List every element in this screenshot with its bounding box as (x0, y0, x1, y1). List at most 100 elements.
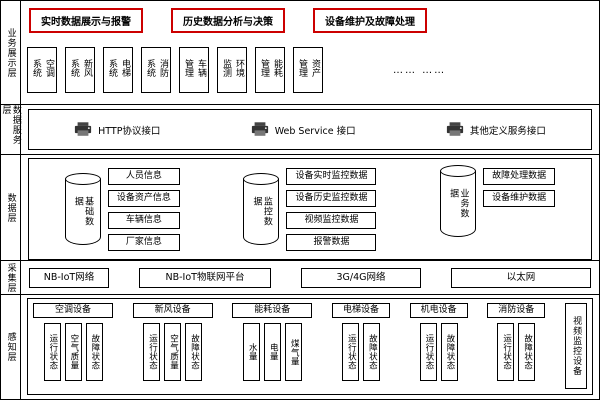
cylinder-body (243, 179, 280, 245)
database-label: 监控数据 (251, 196, 272, 227)
layer-perception-label: 感知层 (1, 295, 21, 399)
data-content: 基础数据 人员信息 设备资产信息 车辆信息 厂家信息 监控数据 (21, 155, 599, 260)
layer-perception: 感知层 空调设备 运行状态 空气质量 故障状态 新风设备 运行状态 空气质量 (1, 295, 599, 399)
data-item: 设备维护数据 (483, 189, 556, 207)
status-box: 故障状态 (440, 323, 458, 381)
data-item: 人员信息 (107, 167, 180, 185)
more-systems-ellipsis: …… …… (393, 64, 447, 76)
data-item-list: 人员信息 设备资产信息 车辆信息 厂家信息 (107, 165, 180, 253)
status-box: 空气质量 (64, 323, 82, 381)
system-box-5: 环境监测 (217, 47, 247, 93)
device-status-row: 运行状态 空气质量 故障状态 (43, 323, 103, 381)
service-interface-label: HTTP协议接口 (98, 125, 161, 137)
layer-collection: 采集层 NB-IoT网络 NB-IoT物联网平台 3G/4G网络 以太网 (1, 261, 599, 295)
status-box: 故障状态 (185, 323, 203, 381)
status-box: 水量 (242, 323, 260, 381)
service-interface-label: 其他定义服务接口 (469, 125, 546, 137)
service-box: HTTP协议接口 Web Service 接口 其他定义服务接口 (28, 109, 592, 150)
service-interface-webservice: Web Service 接口 (251, 122, 356, 137)
data-item: 设备历史监控数据 (286, 189, 377, 207)
network-box-ethernet: 以太网 (451, 267, 591, 288)
device-status-row: 运行状态 故障状态 (497, 323, 536, 381)
perception-content: 空调设备 运行状态 空气质量 故障状态 新风设备 运行状态 空气质量 故障状态 (21, 295, 599, 399)
layer-label-text: 采集层 (5, 262, 16, 293)
network-box-nbiot: NB-IoT网络 (29, 267, 109, 288)
system-box-0: 空调系统 (27, 47, 57, 93)
cylinder-top (440, 165, 477, 177)
device-group-header: 空调设备 (33, 303, 113, 318)
device-status-row: 运行状态 故障状态 (419, 323, 458, 381)
layer-label-text: 业务展示层 (5, 27, 16, 78)
app-box-realtime: 实时数据展示与报警 (29, 8, 143, 33)
app-box-maintenance: 设备维护及故障处理 (313, 8, 427, 33)
layer-display-label: 业务展示层 (1, 1, 21, 104)
perception-box: 空调设备 运行状态 空气质量 故障状态 新风设备 运行状态 空气质量 故障状态 (27, 298, 593, 395)
device-group-header: 电梯设备 (331, 303, 390, 318)
cylinder-body (440, 171, 477, 237)
system-box-4: 车辆管理 (179, 47, 209, 93)
collection-content: NB-IoT网络 NB-IoT物联网平台 3G/4G网络 以太网 (21, 261, 599, 294)
system-box-2: 电梯系统 (103, 47, 133, 93)
device-status-row: 运行状态 空气质量 故障状态 (143, 323, 203, 381)
status-box: 运行状态 (419, 323, 437, 381)
device-group-energy: 能耗设备 水量 电量 煤气量 (232, 303, 313, 389)
status-box: 故障状态 (518, 323, 536, 381)
printer-icon (74, 122, 92, 137)
data-group-monitoring: 监控数据 设备实时监控数据 设备历史监控数据 视频监控数据 报警数据 (243, 165, 377, 253)
database-cylinder: 业务数据 (440, 165, 477, 237)
data-group-business: 业务数据 故障处理数据 设备维护数据 (440, 165, 556, 237)
data-item: 报警数据 (286, 233, 377, 251)
device-group-elevator: 电梯设备 运行状态 故障状态 (331, 303, 390, 389)
status-box: 空气质量 (164, 323, 182, 381)
data-item: 视频监控数据 (286, 211, 377, 229)
network-box-3g4g: 3G/4G网络 (301, 267, 421, 288)
layer-service: 数据服务层 HTTP协议接口 Web Service 接口 其他定义服务接口 (1, 105, 599, 155)
layer-service-label: 数据服务层 (1, 105, 21, 154)
database-label: 业务数据 (448, 188, 469, 219)
data-box: 基础数据 人员信息 设备资产信息 车辆信息 厂家信息 监控数据 (28, 158, 592, 260)
database-label: 基础数据 (72, 196, 94, 227)
systems-row: 空调系统 新风系统 电梯系统 消防系统 车辆管理 环境监测 能耗管理 资产管理 … (27, 47, 599, 93)
status-box: 运行状态 (143, 323, 161, 381)
device-group-header: 机电设备 (409, 303, 468, 318)
system-box-3: 消防系统 (141, 47, 171, 93)
device-group-header: 消防设备 (487, 303, 546, 318)
system-box-6: 能耗管理 (255, 47, 285, 93)
layer-label-text: 数据层 (5, 192, 16, 223)
data-item: 故障处理数据 (483, 167, 556, 185)
layer-data-label: 数据层 (1, 155, 21, 260)
status-box: 运行状态 (43, 323, 61, 381)
service-interface-label: Web Service 接口 (274, 125, 356, 137)
device-group-hvac: 空调设备 运行状态 空气质量 故障状态 (33, 303, 113, 389)
layer-collection-label: 采集层 (1, 261, 21, 294)
data-group-basic: 基础数据 人员信息 设备资产信息 车辆信息 厂家信息 (64, 165, 180, 253)
printer-icon (251, 122, 269, 137)
layer-display: 业务展示层 实时数据展示与报警 历史数据分析与决策 设备维护及故障处理 空调系统… (1, 1, 599, 105)
data-item: 设备资产信息 (107, 189, 180, 207)
cylinder-top (243, 173, 280, 185)
device-status-row: 运行状态 故障状态 (341, 323, 380, 381)
service-interface-other: 其他定义服务接口 (446, 122, 546, 137)
device-group-fire: 消防设备 运行状态 故障状态 (487, 303, 546, 389)
cylinder-top (64, 173, 101, 185)
layer-label-text: 感知层 (5, 332, 16, 362)
device-group-freshair: 新风设备 运行状态 空气质量 故障状态 (132, 303, 213, 389)
system-box-1: 新风系统 (65, 47, 95, 93)
status-box: 故障状态 (85, 323, 103, 381)
data-item-list: 设备实时监控数据 设备历史监控数据 视频监控数据 报警数据 (286, 165, 377, 253)
database-cylinder: 监控数据 (243, 173, 280, 245)
layer-label-text: 数据服务层 (0, 105, 21, 145)
database-cylinder: 基础数据 (64, 173, 101, 245)
status-box: 故障状态 (362, 323, 380, 381)
status-box: 运行状态 (341, 323, 359, 381)
app-box-history: 历史数据分析与决策 (171, 8, 285, 33)
data-item: 厂家信息 (107, 233, 180, 251)
status-box: 煤气量 (284, 323, 302, 381)
printer-icon (446, 122, 464, 137)
device-status-row: 水量 电量 煤气量 (242, 323, 302, 381)
service-content: HTTP协议接口 Web Service 接口 其他定义服务接口 (21, 105, 599, 154)
cylinder-body (64, 179, 101, 245)
status-box: 电量 (263, 323, 281, 381)
system-box-7: 资产管理 (293, 47, 323, 93)
